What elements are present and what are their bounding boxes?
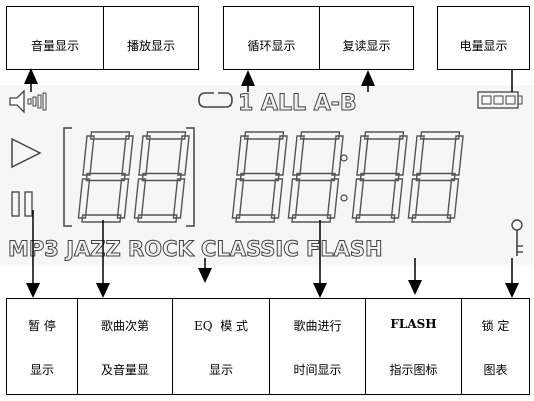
label-repeat-display: 复读显示 (319, 6, 414, 70)
label-eq-mode-display: EQ 模 式 显示 (172, 298, 270, 395)
time-digits (231, 131, 464, 223)
label-volume-display-text: 音量显示 (30, 39, 79, 53)
speaker-icon (9, 89, 47, 114)
label-track-line2: 及音量显 (100, 363, 149, 377)
track-number-bracket (63, 127, 195, 227)
play-icon (11, 137, 42, 169)
down-arrow-track (96, 220, 110, 298)
time-digit (231, 131, 288, 223)
label-pause-line2: 显示 (29, 363, 54, 377)
label-battery-display-text: 电量显示 (459, 39, 508, 53)
label-progress-time-display: 歌曲进行 时间显示 (269, 298, 366, 395)
loop-icon (198, 92, 233, 108)
down-arrow-eq (198, 258, 212, 283)
label-time-line1: 歌曲进行 (293, 319, 342, 333)
up-arrow-volume (24, 68, 38, 92)
repeat-mode-text: 1 ALL A-B (238, 91, 357, 116)
up-arrow-repeat (361, 70, 375, 92)
label-battery-display: 电量显示 (437, 6, 530, 70)
label-playback-display-text: 播放显示 (126, 39, 175, 53)
down-arrow-flash (408, 258, 422, 295)
track-digit (133, 131, 190, 223)
label-track-line1: 歌曲次第 (100, 319, 149, 333)
track-digit (77, 131, 134, 223)
time-digit (407, 131, 464, 223)
label-repeat-display-text: 复读显示 (342, 39, 391, 53)
label-pause-line1: 暂 停 (28, 319, 56, 333)
label-eq-line1: EQ 模 式 (193, 319, 249, 333)
eq-modes-text: MP3 JAZZ ROCK CLASSIC FLASH (8, 237, 383, 261)
time-colon (340, 154, 348, 202)
battery-icon (477, 91, 523, 109)
key-icon (511, 219, 523, 256)
up-arrow-loop (241, 70, 255, 92)
label-volume-display: 音量显示 (6, 6, 104, 70)
label-pause-display: 暂 停 显示 (6, 298, 78, 395)
label-time-line2: 时间显示 (293, 363, 342, 377)
time-digit (287, 131, 344, 223)
down-arrow-pause (26, 210, 40, 298)
label-lock-line2: 图表 (483, 363, 508, 377)
label-lock-line1: 锁 定 (481, 319, 510, 333)
label-flash-line1: FLASH (390, 317, 437, 331)
label-playback-display: 播放显示 (103, 6, 199, 70)
label-flash-indicator: FLASH 指示图标 (365, 298, 462, 395)
label-loop-display-text: 循环显示 (247, 39, 296, 53)
label-eq-line2: 显示 (208, 363, 233, 377)
down-arrow-time (313, 220, 327, 298)
label-loop-display: 循环显示 (223, 6, 320, 70)
label-flash-line2: 指示图标 (389, 363, 438, 377)
down-arrow-lock (505, 258, 519, 298)
label-lock-indicator: 锁 定 图表 (461, 298, 530, 395)
label-track-number-display: 歌曲次第 及音量显 (77, 298, 173, 395)
track-number-digits (77, 131, 190, 223)
pause-icon (11, 191, 33, 217)
time-digit (351, 131, 408, 223)
